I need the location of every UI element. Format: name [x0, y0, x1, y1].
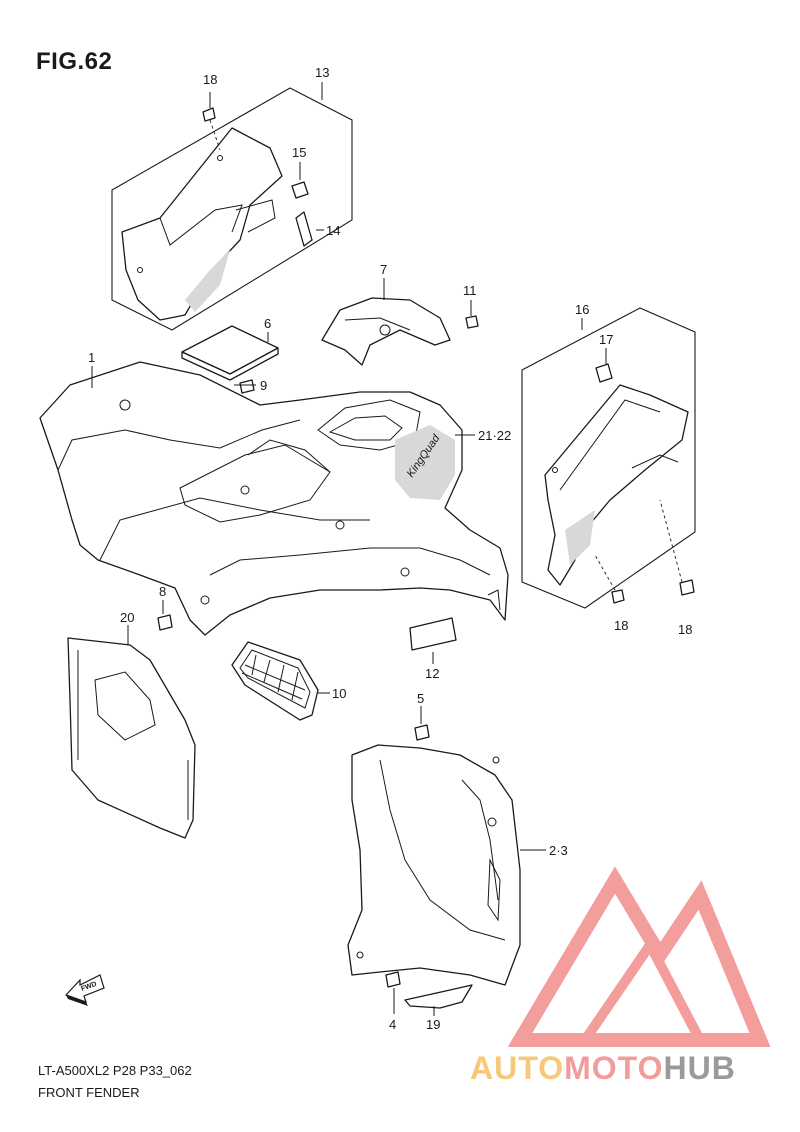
callout-9: 9 [260, 378, 267, 393]
callout-5: 5 [417, 691, 424, 706]
callout-4: 4 [389, 1017, 396, 1032]
watermark-hub: HUB [663, 1050, 736, 1086]
part-12-plate [409, 617, 457, 651]
part-11-screw [465, 315, 479, 329]
part-16-group-frame [521, 307, 696, 609]
callout-8: 8 [159, 584, 166, 599]
watermark-auto: AUTO [470, 1050, 565, 1086]
part-5-screw [414, 724, 430, 741]
part-13-group-frame [111, 87, 353, 331]
fwd-arrow-icon: FWD [64, 974, 105, 1006]
part-7-cover [321, 297, 451, 366]
part-18-screw-right-a [594, 554, 625, 604]
part-16-side-panel [544, 384, 689, 586]
watermark-text: AUTOMOTOHUB [470, 1050, 736, 1087]
part-15-grommet [291, 181, 309, 199]
footer-model-code: LT-A500XL2 P28 P33_062 [38, 1063, 192, 1078]
callout-6: 6 [264, 316, 271, 331]
callout-16: 16 [575, 302, 589, 317]
callout-2-3: 2·3 [549, 843, 568, 858]
part-8-screw [157, 614, 173, 631]
callout-18-right-b: 18 [678, 622, 692, 637]
callout-labels: 18 13 15 14 7 11 16 17 6 1 9 21·22 8 20 … [88, 65, 692, 1032]
callout-15: 15 [292, 145, 306, 160]
watermark-logo-icon [507, 866, 771, 1047]
part-4-screw [385, 971, 401, 988]
callout-19: 19 [426, 1017, 440, 1032]
callout-11: 11 [463, 283, 477, 298]
callout-12: 12 [425, 666, 439, 681]
footer-section-name: FRONT FENDER [38, 1085, 140, 1100]
callout-20: 20 [120, 610, 134, 625]
part-2-3-inner-fender [347, 744, 521, 986]
callout-7: 7 [380, 262, 387, 277]
callout-10: 10 [332, 686, 346, 701]
part-18-screw-right-b [659, 499, 695, 596]
part-14-clip [295, 211, 313, 247]
watermark-moto: MOTO [564, 1050, 664, 1086]
part-10-grille [231, 641, 319, 721]
part-19-seal [404, 984, 473, 1009]
part-13-side-panel [121, 127, 283, 321]
part-1-front-fender: KingQuad [39, 361, 509, 636]
callout-13: 13 [315, 65, 329, 80]
part-18-screw-top [202, 107, 221, 151]
callout-17: 17 [599, 332, 613, 347]
callout-18-right-a: 18 [614, 618, 628, 633]
part-6-lid [181, 325, 279, 381]
part-20-mud-guard [67, 637, 196, 839]
part-17-grommet [595, 363, 613, 383]
figure-title: FIG.62 [36, 48, 113, 75]
leader-lines [91, 82, 607, 1016]
callout-14: 14 [326, 223, 340, 238]
callout-1: 1 [88, 350, 95, 365]
callout-18-top: 18 [203, 72, 217, 87]
callout-21-22: 21·22 [478, 428, 511, 443]
part-9-grommet [239, 379, 255, 394]
